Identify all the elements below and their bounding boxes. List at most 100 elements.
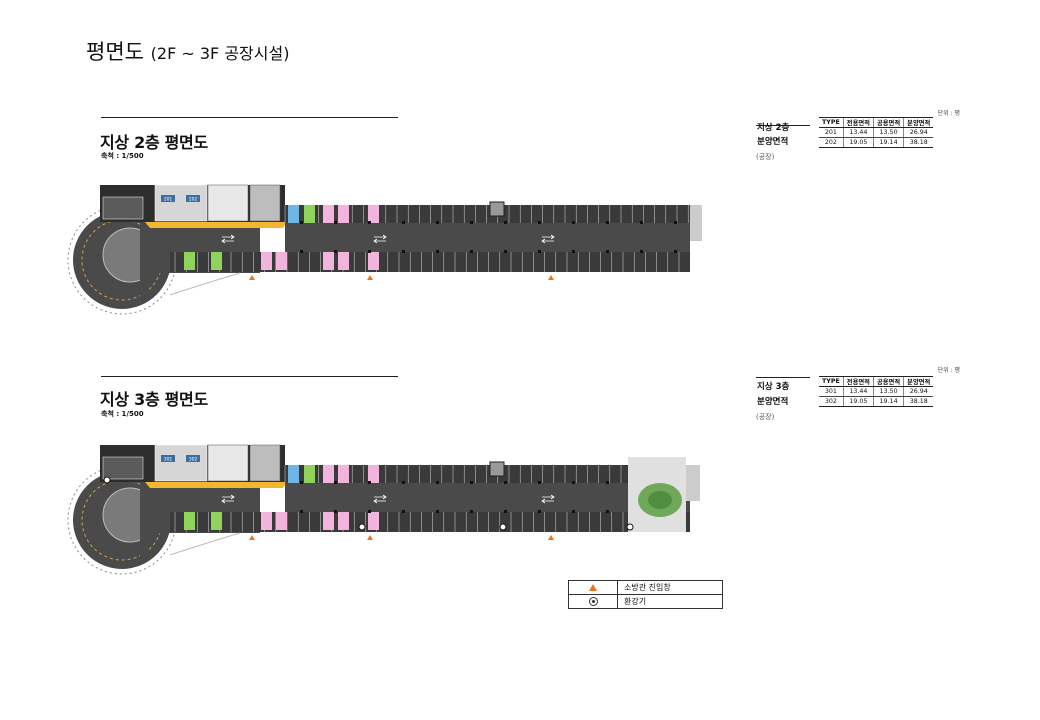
- column: [470, 221, 473, 224]
- column: [572, 481, 575, 484]
- unit-label: 202: [189, 197, 198, 203]
- column: [470, 250, 473, 253]
- column: [368, 481, 371, 484]
- designated-stall: [304, 465, 315, 483]
- direction-arrow: [221, 238, 234, 244]
- column: [572, 510, 575, 513]
- column: [402, 221, 405, 224]
- direction-arrow: [541, 498, 554, 504]
- legend-symbol: [568, 580, 618, 595]
- unit-label: 201: [164, 197, 173, 203]
- deck-end: [690, 205, 702, 241]
- designated-stall: [261, 252, 272, 270]
- cell-sale: 26.94: [903, 386, 934, 397]
- cell-type: 202: [819, 137, 844, 148]
- column: [402, 481, 405, 484]
- column: [436, 510, 439, 513]
- column: [300, 250, 303, 253]
- elevator-core: [249, 444, 281, 482]
- hatch-strip: [145, 222, 287, 228]
- direction-arrow: [373, 238, 386, 244]
- direction-arrow: [542, 234, 555, 240]
- cell-exclusive: 19.05: [842, 137, 874, 148]
- column: [606, 510, 609, 513]
- col-sale: 분양면적: [903, 117, 934, 128]
- designated-stall: [368, 205, 379, 223]
- area-table-header: TYPE 전용면적 공용면적 분양면적: [819, 376, 934, 387]
- column: [368, 510, 371, 513]
- landscape-core: [648, 491, 672, 509]
- area-rule: [756, 377, 810, 378]
- designated-stall: [288, 465, 299, 483]
- column: [300, 221, 303, 224]
- column: [640, 221, 643, 224]
- cell-type: 301: [819, 386, 844, 397]
- area-unit-note: 단위 : 평: [937, 110, 960, 117]
- column: [538, 510, 541, 513]
- cell-type: 201: [819, 127, 844, 138]
- fire-entry-triangle: [548, 535, 554, 540]
- direction-arrow: [374, 234, 387, 240]
- column: [470, 510, 473, 513]
- fire-entry-triangle: [249, 535, 255, 540]
- direction-arrow: [222, 494, 235, 500]
- designated-stall: [368, 465, 379, 483]
- cell-common: 13.50: [872, 127, 904, 138]
- direction-arrow: [541, 238, 554, 244]
- table-row: 302 19.05 19.14 38.18: [819, 396, 934, 407]
- col-exclusive: 전용면적: [842, 117, 874, 128]
- legend-row: 환강기: [568, 594, 723, 609]
- legend-row: 소방관 진입창: [568, 580, 723, 595]
- ramp-curb-line: [169, 272, 241, 296]
- col-type: TYPE: [819, 117, 844, 128]
- hatch-strip: [145, 482, 287, 488]
- column: [538, 481, 541, 484]
- designated-stall: [338, 465, 349, 483]
- elevator-core: [249, 184, 281, 222]
- column: [368, 221, 371, 224]
- cell-sale: 38.18: [903, 137, 934, 148]
- area-heading-label: 분양면적: [757, 397, 789, 407]
- legend-symbol: [568, 594, 618, 609]
- col-sale: 분양면적: [903, 376, 934, 387]
- designated-stall: [276, 512, 287, 530]
- table-row: 301 13.44 13.50 26.94: [819, 386, 934, 397]
- area-rule: [756, 125, 810, 126]
- designated-stall: [338, 205, 349, 223]
- cell-common: 19.14: [872, 396, 904, 407]
- ventilator-icon: [103, 476, 111, 484]
- floor-2-area-block: 단위 : 평 지상 2층 분양면적 (공장) TYPE 전용면적 공용면적 분양…: [756, 108, 966, 168]
- direction-arrow: [221, 498, 234, 504]
- designated-stall: [184, 252, 195, 270]
- area-heading-type: (공장): [756, 413, 775, 421]
- column: [538, 250, 541, 253]
- direction-arrow: [222, 234, 235, 240]
- column: [674, 221, 677, 224]
- ventilator-icon: [358, 523, 366, 531]
- designated-stall: [211, 512, 222, 530]
- designated-stall: [323, 252, 334, 270]
- designated-stall: [323, 512, 334, 530]
- column: [300, 510, 303, 513]
- column: [368, 250, 371, 253]
- fire-entry-triangle: [367, 275, 373, 280]
- column: [606, 221, 609, 224]
- column: [470, 481, 473, 484]
- column: [402, 510, 405, 513]
- column: [334, 221, 337, 224]
- floor-2-rule: [101, 117, 398, 118]
- fire-entry-triangle: [367, 535, 373, 540]
- column: [606, 481, 609, 484]
- designated-stall: [184, 512, 195, 530]
- ventilator-icon: [588, 597, 598, 606]
- column: [572, 221, 575, 224]
- area-heading-floor: 지상 3층: [757, 382, 790, 392]
- core-stalls: [102, 456, 144, 480]
- upper-stall-row: [285, 465, 690, 483]
- column: [402, 250, 405, 253]
- cell-exclusive: 13.44: [842, 386, 874, 397]
- col-type: TYPE: [819, 376, 844, 387]
- col-common: 공용면적: [872, 376, 904, 387]
- designated-stall: [323, 205, 334, 223]
